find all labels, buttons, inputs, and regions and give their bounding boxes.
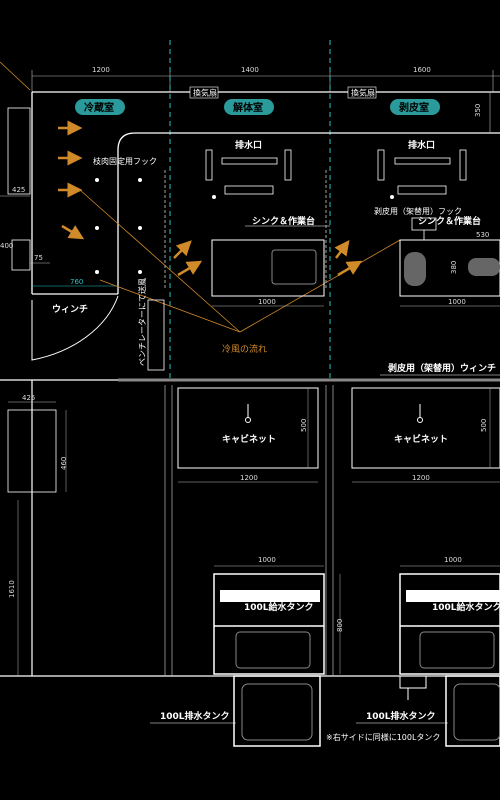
drain-grates-2 — [377, 149, 467, 195]
sink-label-1: シンク＆作業台 — [252, 215, 315, 227]
drain-tank-label-1: 100L排水タンク — [160, 710, 230, 722]
supply-tank-body-2 — [419, 631, 495, 669]
small-box-left — [11, 239, 31, 271]
cabinet-hook-2 — [417, 404, 423, 423]
air-flow-guide-lines — [79, 189, 401, 333]
room-dissection-label: 解体室 — [233, 101, 263, 114]
drain-tank-body-1 — [241, 683, 313, 741]
dim-tank2-1000: 1000 — [444, 556, 462, 564]
cabinet-label-2: キャビネット — [394, 433, 448, 445]
sink-table-2 — [399, 239, 500, 297]
dim-cab2-1200: 1200 — [412, 474, 430, 482]
air-flow-line-top-left — [0, 61, 31, 91]
left-ventilator-box — [7, 107, 31, 195]
drain-label-1: 排水口 — [235, 139, 262, 151]
hook-fixed-label: 枝肉固定用フック — [93, 156, 157, 166]
cabinet-1 — [177, 387, 319, 469]
hook-dot-1 — [212, 195, 216, 199]
drain-label-2: 排水口 — [408, 139, 435, 151]
skin-hook-label: 剥皮用（架替用）フック — [374, 206, 462, 216]
cold-air-flow-label: 冷風の流れ — [222, 343, 267, 355]
supply-tank-frame-1 — [213, 573, 325, 675]
dim-left-460: 460 — [60, 457, 68, 470]
dim-sink2-380: 380 — [450, 261, 458, 274]
room-skinning-label: 剥皮室 — [399, 101, 429, 114]
dim-cab1-1200: 1200 — [240, 474, 258, 482]
dim-left-75: 75 — [34, 254, 43, 262]
dim-top-1200: 1200 — [92, 66, 110, 74]
supply-tank-label-bg-1 — [220, 590, 320, 602]
supply-tank-body-1 — [235, 631, 311, 669]
winch-label: ウィンチ — [52, 304, 88, 315]
drain-tank-body-2 — [453, 683, 500, 741]
upper-walls — [31, 91, 500, 295]
ventilator-box — [147, 299, 165, 371]
supply-tank-label-1: 100L給水タンク — [244, 601, 314, 613]
sink-basin-2a — [404, 252, 426, 286]
dim-left-425-top: 425 — [12, 186, 25, 194]
sink-basin-2b — [468, 258, 500, 276]
skin-winch-label: 剥皮用（架替用）ウィンチ — [388, 362, 496, 374]
dim-right-350: 350 — [474, 104, 482, 117]
ventilator-note: ベンチレーターにて送風 — [137, 278, 147, 366]
bottom-winch-icon — [399, 675, 427, 700]
drain-tank-frame-2 — [445, 675, 500, 747]
dim-left-400: 400 — [0, 242, 13, 250]
lower-partitions — [164, 385, 334, 676]
dim-cyan-760: 760 — [70, 278, 83, 286]
dim-cab1-500: 500 — [300, 419, 308, 432]
dim-tank1-1000: 1000 — [258, 556, 276, 564]
drain-grates-1 — [205, 149, 292, 195]
vent-badge-2 — [347, 86, 377, 99]
tank-note: ※右サイドに同様に100Lタンク — [326, 732, 440, 742]
drain-tank-frame-1 — [233, 675, 321, 747]
air-flow-arrows-skinning — [334, 240, 363, 277]
air-flow-arrows-dissection — [173, 240, 203, 277]
sink-basin-1 — [271, 249, 317, 285]
air-flow-arrows-cold-room — [58, 120, 85, 240]
supply-tank-frame-2 — [399, 573, 500, 675]
cabinet-hook-1 — [245, 404, 251, 423]
dim-top-1400: 1400 — [241, 66, 259, 74]
center-lines — [169, 40, 331, 380]
room-cold-label: 冷蔵室 — [84, 101, 114, 114]
dim-tank-800: 800 — [336, 619, 344, 632]
dim-left-425-bottom: 425 — [22, 394, 35, 402]
dim-top-1600: 1600 — [413, 66, 431, 74]
lower-left-box — [7, 409, 57, 493]
dim-cab2-500: 500 — [480, 419, 488, 432]
dim-sink2-1000: 1000 — [448, 298, 466, 306]
drain-tank-label-2: 100L排水タンク — [366, 710, 436, 722]
cabinet-label-1: キャビネット — [222, 433, 276, 445]
dim-sink2-530: 530 — [476, 231, 489, 239]
room-badge-dissection — [224, 99, 274, 115]
room-badge-cold — [75, 99, 125, 115]
sink-table-1 — [211, 239, 325, 297]
sink-label-2: シンク＆作業台 — [418, 215, 481, 227]
supply-tank-label-2: 100L給水タンク — [432, 601, 500, 613]
room-partitions — [164, 170, 327, 290]
skin-hook-icon — [411, 217, 437, 240]
cabinet-2 — [351, 387, 500, 469]
dim-sink1-1000: 1000 — [258, 298, 276, 306]
vent-badge-1 — [189, 86, 219, 99]
dim-left-1610: 1610 — [8, 580, 16, 598]
carcass-hooks — [95, 178, 142, 274]
room-badge-skinning — [390, 99, 440, 115]
hook-dot-2 — [390, 195, 394, 199]
vent-label-1: 換気扇 — [193, 88, 217, 98]
door-swing-arc — [31, 295, 119, 361]
vent-label-2: 換気扇 — [351, 88, 375, 98]
supply-tank-label-bg-2 — [406, 590, 500, 602]
